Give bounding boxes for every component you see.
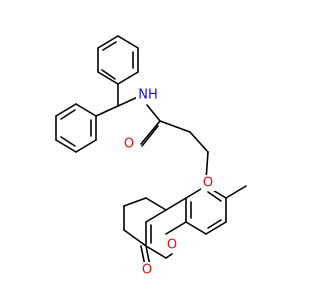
- atom-label-amide-oxygen: O: [124, 137, 134, 152]
- molecule-drawing: NH O O O O: [55, 35, 247, 278]
- phenyl-ring-top: [97, 35, 139, 85]
- structure-canvas: NH O O O O: [55, 35, 247, 278]
- cyclopentane-ring: [123, 197, 167, 247]
- atom-label-nh: NH: [138, 88, 158, 103]
- atom-label-ether-oxygen: O: [203, 176, 213, 191]
- methyl-group: [225, 185, 247, 199]
- amide-linker: [140, 104, 209, 181]
- phenyl-ring-left: [55, 103, 97, 153]
- atom-label-carbonyl-oxygen: O: [142, 263, 152, 278]
- atom-labels: NH O O O O: [122, 86, 215, 278]
- benzhydryl-linkage: [95, 83, 141, 117]
- pyranone-ring: [140, 197, 187, 267]
- atom-label-ring-oxygen: O: [167, 238, 177, 253]
- coumarin-benzene-ring: [185, 185, 227, 235]
